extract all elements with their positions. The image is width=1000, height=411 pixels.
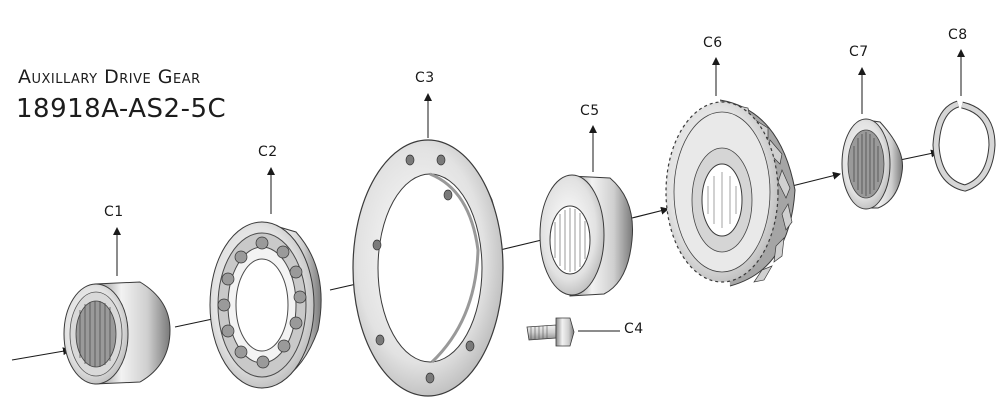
part-c3-retainer-plate	[352, 139, 504, 397]
part-c2-ball-bearing	[209, 221, 322, 389]
diagram-title: Auxillary Drive Gear	[18, 66, 201, 88]
part-c8-snap-ring	[932, 100, 996, 192]
callout-c8: C8	[948, 27, 968, 43]
callout-c7: C7	[849, 44, 869, 60]
callout-c6: C6	[703, 35, 723, 51]
callout-c2: C2	[258, 144, 278, 160]
part-c1-sleeve	[63, 281, 171, 385]
callout-c4: C4	[624, 321, 644, 337]
part-number: 18918A-AS2-5C	[16, 94, 227, 124]
callout-leaders	[113, 49, 965, 332]
callout-c5: C5	[580, 103, 600, 119]
callout-c1: C1	[104, 204, 124, 220]
part-c5-splined-hub	[539, 174, 634, 297]
part-c6-helical-gear	[665, 99, 796, 287]
part-c4-bolt	[526, 317, 575, 347]
part-c7-needle-bearing	[841, 118, 904, 210]
callout-c3: C3	[415, 70, 435, 86]
